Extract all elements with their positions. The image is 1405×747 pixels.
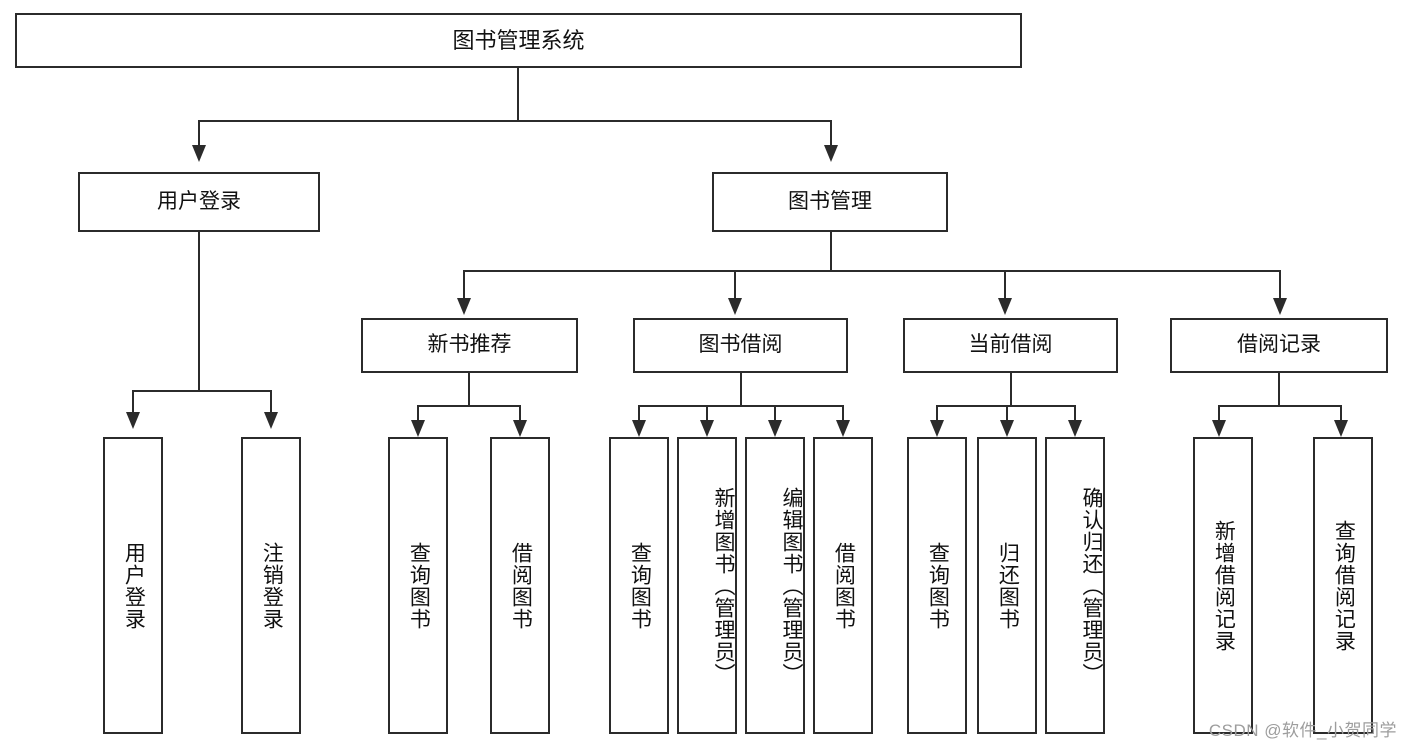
arrow-to-leaf-query-book-b bbox=[632, 420, 646, 437]
edge-level1-drop-0 bbox=[198, 120, 200, 145]
leaf-add-borrow-record[interactable]: 新增借阅记录 bbox=[1193, 437, 1253, 734]
edge-book-borrow-drop-2 bbox=[774, 405, 776, 420]
node-book-management[interactable]: 图书管理 bbox=[712, 172, 948, 232]
edge-current-borrow-stem bbox=[1010, 373, 1012, 405]
edge-level2-drop-0 bbox=[463, 270, 465, 298]
leaf-label: 借阅图书 bbox=[509, 541, 533, 630]
leaf-label: 编辑图书（管理员） bbox=[780, 486, 803, 685]
edge-book-borrow-drop-0 bbox=[638, 405, 640, 420]
edge-level2-drop-2 bbox=[1004, 270, 1006, 298]
edge-book-management-stem bbox=[830, 232, 832, 270]
leaf-label: 用户登录 bbox=[122, 541, 146, 630]
node-current-borrow[interactable]: 当前借阅 bbox=[903, 318, 1118, 373]
edge-level2-drop-3 bbox=[1279, 270, 1281, 298]
arrow-to-leaf-borrow-book-b bbox=[836, 420, 850, 437]
arrow-to-leaf-query-borrow-record bbox=[1334, 420, 1348, 437]
leaf-add-book-admin[interactable]: 新增图书（管理员） bbox=[677, 437, 737, 734]
leaf-query-borrow-record[interactable]: 查询借阅记录 bbox=[1313, 437, 1373, 734]
node-label: 新书推荐 bbox=[427, 333, 512, 357]
edge-book-borrow-bus bbox=[638, 405, 842, 407]
arrow-to-leaf-confirm-return bbox=[1068, 420, 1082, 437]
watermark-text: CSDN @软件_小贺同学 bbox=[1208, 721, 1397, 740]
node-book-borrow[interactable]: 图书借阅 bbox=[633, 318, 848, 373]
edge-user-login-stem bbox=[198, 232, 200, 392]
edge-new-book-drop-1 bbox=[519, 405, 521, 420]
edge-new-book-stem bbox=[468, 373, 470, 405]
leaf-return-book[interactable]: 归还图书 bbox=[977, 437, 1037, 734]
edge-user-login-drop-1 bbox=[270, 390, 272, 412]
leaf-label: 确认归还（管理员） bbox=[1080, 486, 1103, 685]
leaf-edit-book-admin[interactable]: 编辑图书（管理员） bbox=[745, 437, 805, 734]
edge-current-borrow-drop-0 bbox=[936, 405, 938, 420]
node-new-book-recommend[interactable]: 新书推荐 bbox=[361, 318, 578, 373]
leaf-query-book-new-recommend[interactable]: 查询图书 bbox=[388, 437, 448, 734]
edge-new-book-bus bbox=[417, 405, 521, 407]
edge-level1-drop-1 bbox=[830, 120, 832, 145]
leaf-label: 借阅图书 bbox=[832, 541, 856, 630]
leaf-query-book-current[interactable]: 查询图书 bbox=[907, 437, 967, 734]
node-label: 借阅记录 bbox=[1237, 333, 1321, 357]
leaf-borrow-book[interactable]: 借阅图书 bbox=[813, 437, 873, 734]
node-label: 图书借阅 bbox=[698, 333, 783, 357]
leaf-confirm-return-admin[interactable]: 确认归还（管理员） bbox=[1045, 437, 1105, 734]
leaf-borrow-book-new-recommend[interactable]: 借阅图书 bbox=[490, 437, 550, 734]
node-label: 图书管理系统 bbox=[452, 27, 585, 53]
leaf-query-book-borrow[interactable]: 查询图书 bbox=[609, 437, 669, 734]
edge-level2-drop-1 bbox=[734, 270, 736, 298]
arrow-to-leaf-add-book bbox=[700, 420, 714, 437]
edge-borrow-records-stem bbox=[1278, 373, 1280, 405]
edge-current-borrow-drop-2 bbox=[1074, 405, 1076, 420]
arrow-to-leaf-user-login bbox=[126, 412, 140, 429]
leaf-logout[interactable]: 注销登录 bbox=[241, 437, 301, 734]
arrow-to-borrow-records bbox=[1273, 298, 1287, 315]
edge-user-login-bus bbox=[132, 390, 272, 392]
edge-book-borrow-stem bbox=[740, 373, 742, 405]
edge-borrow-records-bus bbox=[1218, 405, 1342, 407]
arrow-to-leaf-add-borrow-record bbox=[1212, 420, 1226, 437]
arrow-to-new-book-recommend bbox=[457, 298, 471, 315]
leaf-label: 查询借阅记录 bbox=[1332, 519, 1356, 652]
arrow-to-current-borrow bbox=[998, 298, 1012, 315]
leaf-label: 归还图书 bbox=[996, 541, 1020, 630]
node-label: 当前借阅 bbox=[968, 333, 1053, 357]
edge-root-stem bbox=[517, 68, 519, 120]
edge-level2-bus bbox=[463, 270, 1281, 272]
edge-book-borrow-drop-1 bbox=[706, 405, 708, 420]
edge-borrow-records-drop-0 bbox=[1218, 405, 1220, 420]
node-borrow-records[interactable]: 借阅记录 bbox=[1170, 318, 1388, 373]
arrow-to-leaf-borrow-book-a bbox=[513, 420, 527, 437]
arrow-to-leaf-query-book-c bbox=[930, 420, 944, 437]
edge-level1-bus bbox=[198, 120, 832, 122]
node-user-login[interactable]: 用户登录 bbox=[78, 172, 320, 232]
edge-current-borrow-drop-1 bbox=[1006, 405, 1008, 420]
leaf-label: 查询图书 bbox=[628, 541, 652, 630]
leaf-label: 查询图书 bbox=[926, 541, 950, 630]
leaf-label: 新增借阅记录 bbox=[1212, 519, 1236, 652]
arrow-to-book-borrow bbox=[728, 298, 742, 315]
leaf-user-login[interactable]: 用户登录 bbox=[103, 437, 163, 734]
edge-new-book-drop-0 bbox=[417, 405, 419, 420]
edge-book-borrow-drop-3 bbox=[842, 405, 844, 420]
node-root-book-management-system[interactable]: 图书管理系统 bbox=[15, 13, 1022, 68]
arrow-to-book-management bbox=[824, 145, 838, 162]
arrow-to-leaf-return-book bbox=[1000, 420, 1014, 437]
arrow-to-leaf-logout bbox=[264, 412, 278, 429]
arrow-to-user-login bbox=[192, 145, 206, 162]
leaf-label: 查询图书 bbox=[407, 541, 431, 630]
node-label: 用户登录 bbox=[157, 189, 241, 213]
node-label: 图书管理 bbox=[788, 189, 872, 213]
arrow-to-leaf-query-book-a bbox=[411, 420, 425, 437]
leaf-label: 新增图书（管理员） bbox=[712, 486, 735, 685]
edge-borrow-records-drop-1 bbox=[1340, 405, 1342, 420]
arrow-to-leaf-edit-book bbox=[768, 420, 782, 437]
leaf-label: 注销登录 bbox=[260, 541, 284, 630]
edge-user-login-drop-0 bbox=[132, 390, 134, 412]
